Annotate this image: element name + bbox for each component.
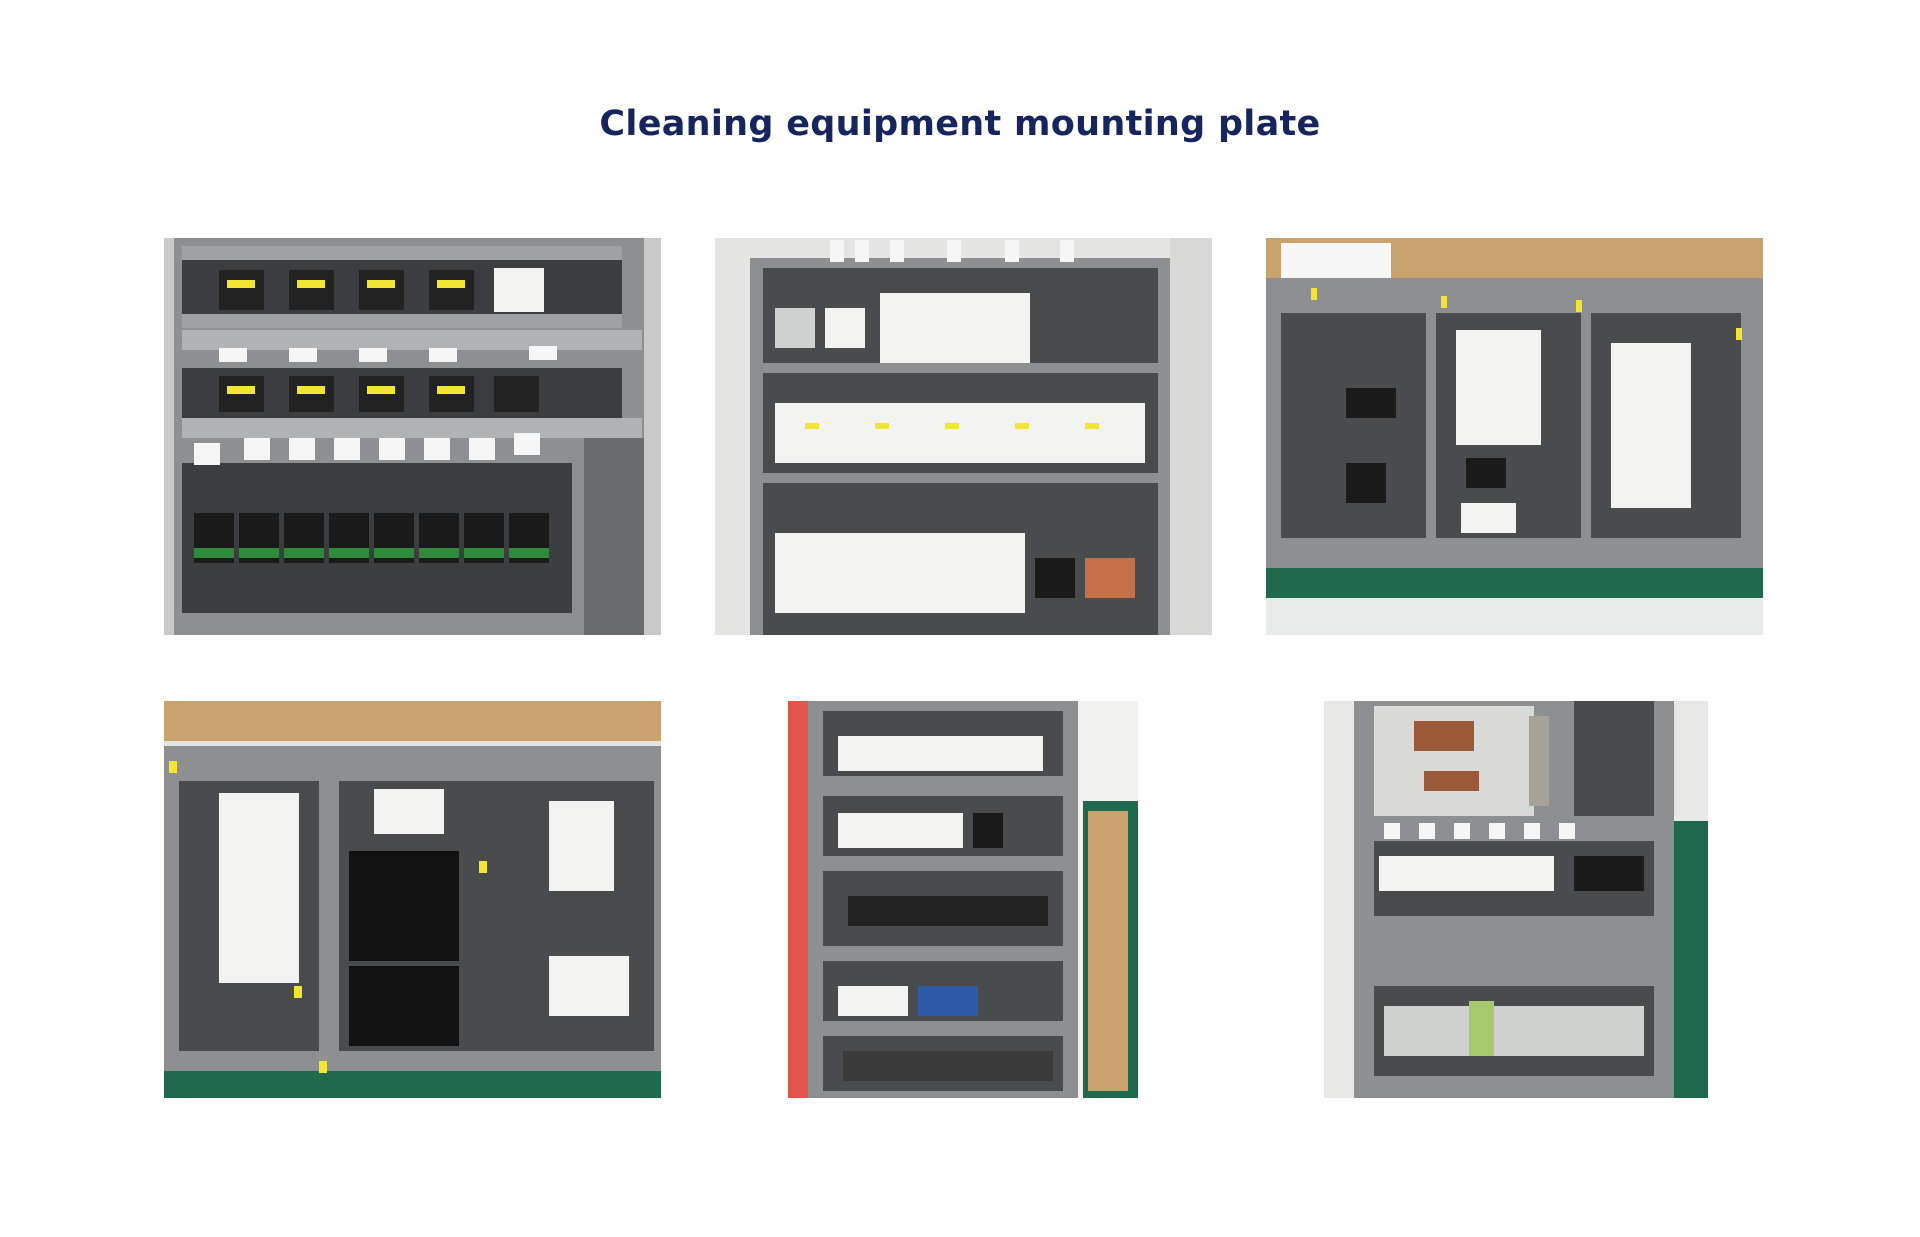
panel-photo-5 (788, 701, 1138, 1098)
panel-photo-6 (1324, 701, 1708, 1098)
panel-photo-2 (715, 238, 1212, 635)
page-title: Cleaning equipment mounting plate (599, 104, 1321, 144)
panel-photo-3 (1266, 238, 1763, 635)
panel-photo-4 (164, 701, 661, 1098)
panel-photo-1 (164, 238, 661, 635)
